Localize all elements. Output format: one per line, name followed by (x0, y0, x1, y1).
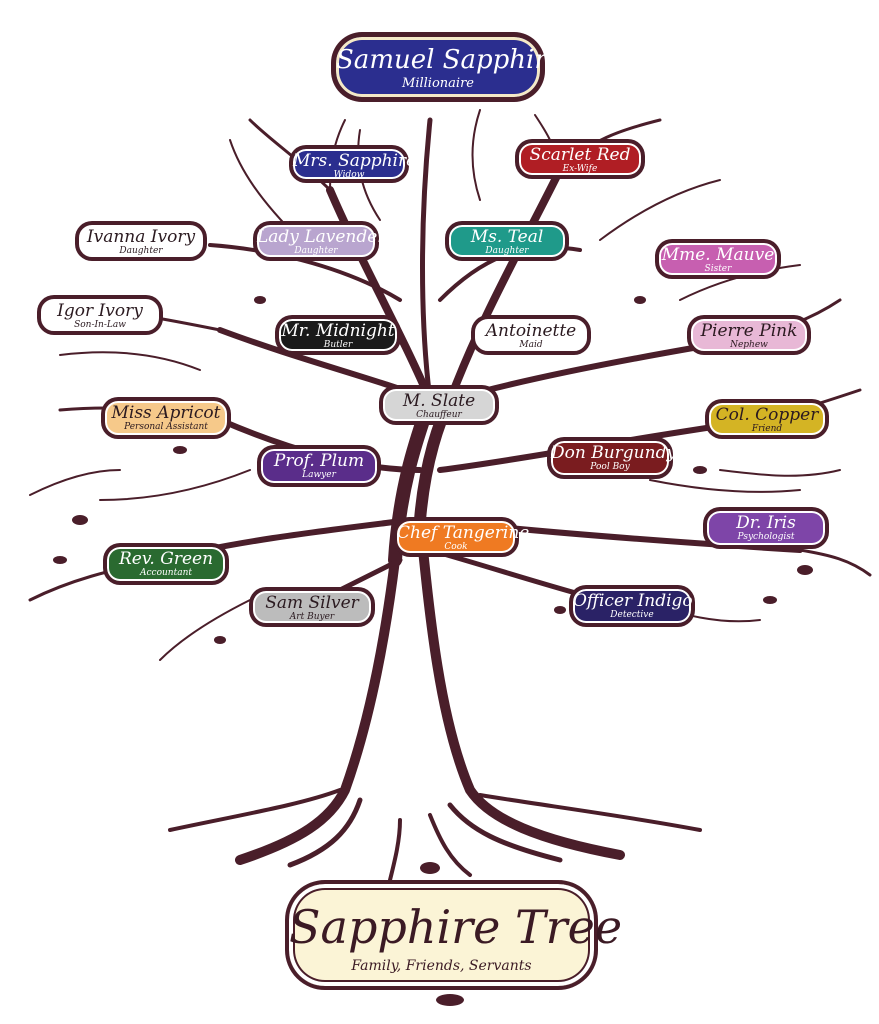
person-label: Pierre Pink Nephew (688, 316, 810, 354)
person-name: Col. Copper (715, 405, 819, 425)
person-name: Antoinette (485, 321, 577, 341)
person-label: Ms. Teal Daughter (446, 222, 568, 260)
person-role: Ex-Wife (562, 164, 598, 174)
person-label: Officer Indigo Detective (570, 586, 694, 626)
person-role: Friend (751, 424, 783, 434)
person-name: Scarlet Red (529, 145, 631, 165)
person-role: Pool Boy (590, 462, 630, 472)
person-name: Chef Tangerine (397, 523, 530, 543)
person-role: Daughter (294, 246, 338, 256)
person-name: M. Slate (402, 391, 476, 411)
root-person-label: Samuel Sapphire Millionaire (332, 33, 563, 101)
person-role: Chauffeur (416, 410, 462, 420)
root-person-role: Millionaire (402, 76, 474, 91)
person-role: Maid (519, 340, 543, 350)
person-label: Scarlet Red Ex-Wife (516, 140, 644, 178)
person-role: Butler (323, 340, 353, 350)
person-label: Dr. Iris Psychologist (704, 508, 828, 548)
tree-title-plaque: Sapphire Tree Family, Friends, Servants (285, 880, 623, 990)
root-person-name: Samuel Sapphire (336, 45, 563, 75)
person-role: Nephew (730, 340, 768, 350)
person-label: Lady Lavender Daughter (254, 222, 386, 260)
person-name: Miss Apricot (111, 403, 221, 423)
person-name: Mr. Midnight (281, 321, 395, 341)
person-label: M. Slate Chauffeur (380, 386, 498, 424)
person-role: Psychologist (737, 532, 795, 542)
person-label: Rev. Green Accountant (104, 544, 228, 584)
person-name: Mme. Mauve (661, 245, 775, 265)
person-label: Antoinette Maid (472, 316, 590, 354)
person-role: Cook (444, 542, 468, 552)
person-role: Detective (610, 610, 654, 620)
person-label: Mrs. Sapphire Widow (290, 146, 417, 182)
person-label: Col. Copper Friend (706, 400, 828, 438)
person-name: Prof. Plum (273, 451, 365, 471)
person-role: Personal Assistant (124, 422, 208, 432)
person-name: Rev. Green (118, 549, 214, 569)
person-role: Daughter (119, 246, 163, 256)
person-label: Sam Silver Art Buyer (250, 588, 374, 626)
person-role: Widow (333, 170, 365, 180)
person-name: Lady Lavender (257, 227, 386, 247)
person-label: Igor Ivory Son-In-Law (38, 296, 162, 334)
person-name: Sam Silver (265, 593, 359, 613)
person-label: Prof. Plum Lawyer (258, 446, 380, 486)
person-role: Accountant (140, 568, 192, 578)
person-label: Don Burgundy Pool Boy (548, 438, 677, 478)
person-name: Don Burgundy (551, 443, 677, 463)
person-label: Chef Tangerine Cook (394, 518, 530, 556)
person-name: Ms. Teal (470, 227, 544, 247)
person-name: Ivanna Ivory (86, 227, 196, 247)
person-role: Daughter (485, 246, 529, 256)
person-label: Mr. Midnight Butler (276, 316, 400, 354)
person-label: Mme. Mauve Sister (656, 240, 780, 278)
person-name: Officer Indigo (573, 591, 693, 611)
person-role: Lawyer (302, 470, 336, 480)
person-role: Sister (704, 264, 732, 274)
person-role: Son-In-Law (74, 320, 126, 330)
person-name: Igor Ivory (57, 301, 143, 321)
person-role: Art Buyer (289, 612, 335, 622)
person-name: Dr. Iris (736, 513, 796, 533)
person-label: Ivanna Ivory Daughter (76, 222, 206, 260)
person-label: Miss Apricot Personal Assistant (102, 398, 230, 438)
tree-subtitle: Family, Friends, Servants (351, 958, 532, 974)
person-name: Mrs. Sapphire (293, 151, 417, 171)
tree-title: Sapphire Tree (289, 900, 623, 954)
person-name: Pierre Pink (700, 321, 798, 341)
